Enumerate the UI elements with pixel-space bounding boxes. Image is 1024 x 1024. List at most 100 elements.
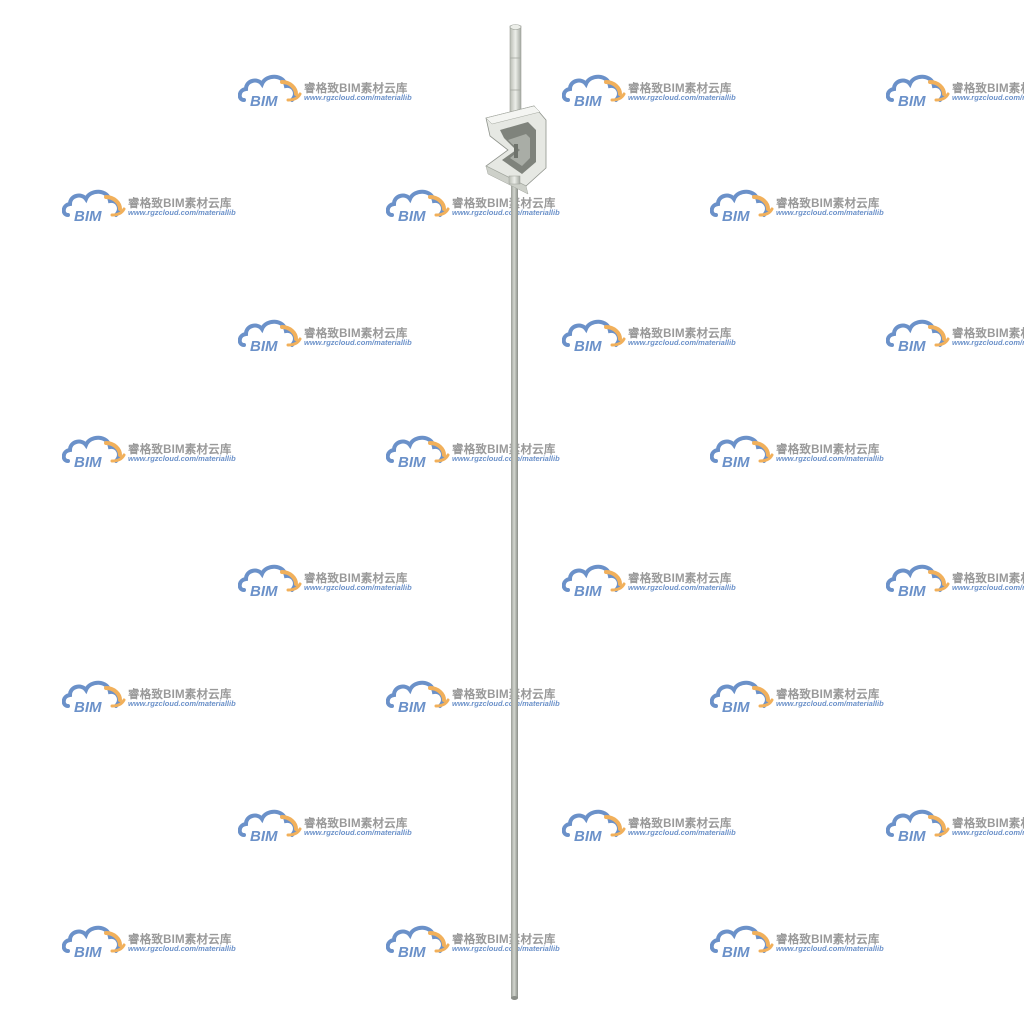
watermark-brand-text: 睿格致BIM素材云库 [128,444,232,456]
bim-logo-text: BIM [574,583,602,600]
watermark-url-text: www.rgzcloud.com/materiallib [304,338,412,347]
watermark-brand-text: 睿格致BIM素材云库 [776,198,880,210]
bim-logo-text: BIM [898,828,926,845]
bim-cloud-logo-icon: BIM [886,74,950,110]
bim-cloud-logo-icon: BIM [386,680,450,716]
watermark-brand-text: 睿格致BIM素材云库 [304,328,408,340]
bim-logo-text: BIM [74,944,102,961]
bim-logo-text: BIM [74,454,102,471]
watermark-url-text: www.rgzcloud.com/materiallib [628,583,736,592]
watermark-brand-text: 睿格致BIM素材云库 [452,444,556,456]
bim-logo-text: BIM [250,338,278,355]
bim-logo-text: BIM [722,944,750,961]
watermark-url-text: www.rgzcloud.com/materiallib [452,454,560,463]
bim-cloud-logo-icon: BIM [562,319,626,355]
watermark-brand-text: 睿格致BIM素材云库 [952,328,1024,340]
watermark-brand-text: 睿格致BIM素材云库 [452,934,556,946]
watermark-tile: BIM睿格致BIM素材云库www.rgzcloud.com/materialli… [0,560,14,600]
bim-cloud-logo-icon: BIM [386,189,450,225]
bim-cloud-logo-icon: BIM [238,319,302,355]
bim-logo-text: BIM [898,583,926,600]
bim-logo-text: BIM [574,93,602,110]
watermark-tile: BIM睿格致BIM素材云库www.rgzcloud.com/materialli… [0,70,14,110]
bim-logo-text: BIM [898,338,926,355]
bim-cloud-logo-icon: BIM [710,435,774,471]
bim-cloud-logo-icon: BIM [886,809,950,845]
watermark-brand-text: 睿格致BIM素材云库 [128,689,232,701]
bim-cloud-logo-icon: BIM [62,189,126,225]
bim-cloud-logo-icon: BIM [562,809,626,845]
watermark-tile: BIM 睿格致BIM素材云库www.rgzcloud.com/materialli… [886,70,1024,110]
bim-logo-text: BIM [74,208,102,225]
bim-cloud-logo-icon: BIM [386,925,450,961]
watermark-brand-text: 睿格致BIM素材云库 [952,818,1024,830]
bim-cloud-logo-icon: BIM [238,564,302,600]
watermark-url-text: www.rgzcloud.com/materiallib [304,583,412,592]
bim-cloud-logo-icon: BIM [886,319,950,355]
bim-cloud-logo-icon: BIM [62,680,126,716]
watermark-tile: BIM睿格致BIM素材云库www.rgzcloud.com/materialli… [886,315,1024,355]
watermark-url-text: www.rgzcloud.com/materiallib [776,699,884,708]
bim-cloud-logo-icon: BIM [710,189,774,225]
watermark-url-text: www.rgzcloud.com/materiallib [452,944,560,953]
bim-cloud-logo-icon: BIM [62,435,126,471]
watermark-url-text: www.rgzcloud.com/materiallib [776,208,884,217]
bim-cloud-logo-icon: BIM [238,74,302,110]
bim-cloud-logo-icon: BIM [886,564,950,600]
watermark-brand-text: 睿格致BIM素材云库 [628,573,732,585]
bim-logo-text: BIM [722,699,750,716]
bim-cloud-logo-icon: BIM [562,564,626,600]
watermark-brand-text: 睿格致BIM素材云库 [952,83,1024,95]
watermark-brand-text: 睿格致BIM素材云库 [952,573,1024,585]
watermark-url-text: www.rgzcloud.com/materiallib [128,454,236,463]
watermark-url-text: www.rgzcloud.com/materiallib [628,828,736,837]
bim-cloud-logo-icon: BIM [710,680,774,716]
watermark-tile: BIM睿格致BIM素材云库www.rgzcloud.com/materialli… [0,805,14,845]
watermark-brand-text: 睿格致BIM素材云库 [304,83,408,95]
bim-logo-text: BIM [398,208,426,225]
bim-logo-text: BIM [722,208,750,225]
bim-logo-text: BIM [898,93,926,110]
bim-logo-text: BIM [250,93,278,110]
watermark-url-text: www.rgzcloud.com/materiallib [628,338,736,347]
bim-logo-text: BIM [250,828,278,845]
watermark-url-text: www.rgzcloud.com/materiallib [304,93,412,102]
bim-cloud-logo-icon: BIM [62,925,126,961]
bim-cloud-logo-icon: BIM [562,74,626,110]
watermark-url-text: www.rgzcloud.com/materiallib [952,93,1024,102]
watermark-brand-text: 睿格致BIM素材云库 [776,934,880,946]
watermark-url-text: www.rgzcloud.com/materiallib [952,583,1024,592]
bim-logo-text: BIM [250,583,278,600]
bim-logo-text: BIM [722,454,750,471]
watermark-url-text: www.rgzcloud.com/materiallib [304,828,412,837]
bim-logo-text: BIM [398,944,426,961]
watermark-url-text: www.rgzcloud.com/materiallib [776,454,884,463]
watermark-brand-text: 睿格致BIM素材云库 [628,818,732,830]
watermark-url-text: www.rgzcloud.com/materiallib [128,944,236,953]
watermark-brand-text: 睿格致BIM素材云库 [628,83,732,95]
watermark-url-text: www.rgzcloud.com/materiallib [128,208,236,217]
watermark-url-text: www.rgzcloud.com/materiallib [128,699,236,708]
watermark-brand-text: 睿格致BIM素材云库 [776,444,880,456]
pole-shaft [511,178,518,998]
bim-logo-text: BIM [74,699,102,716]
bim-cloud-logo-icon: BIM [238,809,302,845]
bim-logo-text: BIM [398,454,426,471]
watermark-brand-text: 睿格致BIM素材云库 [452,689,556,701]
